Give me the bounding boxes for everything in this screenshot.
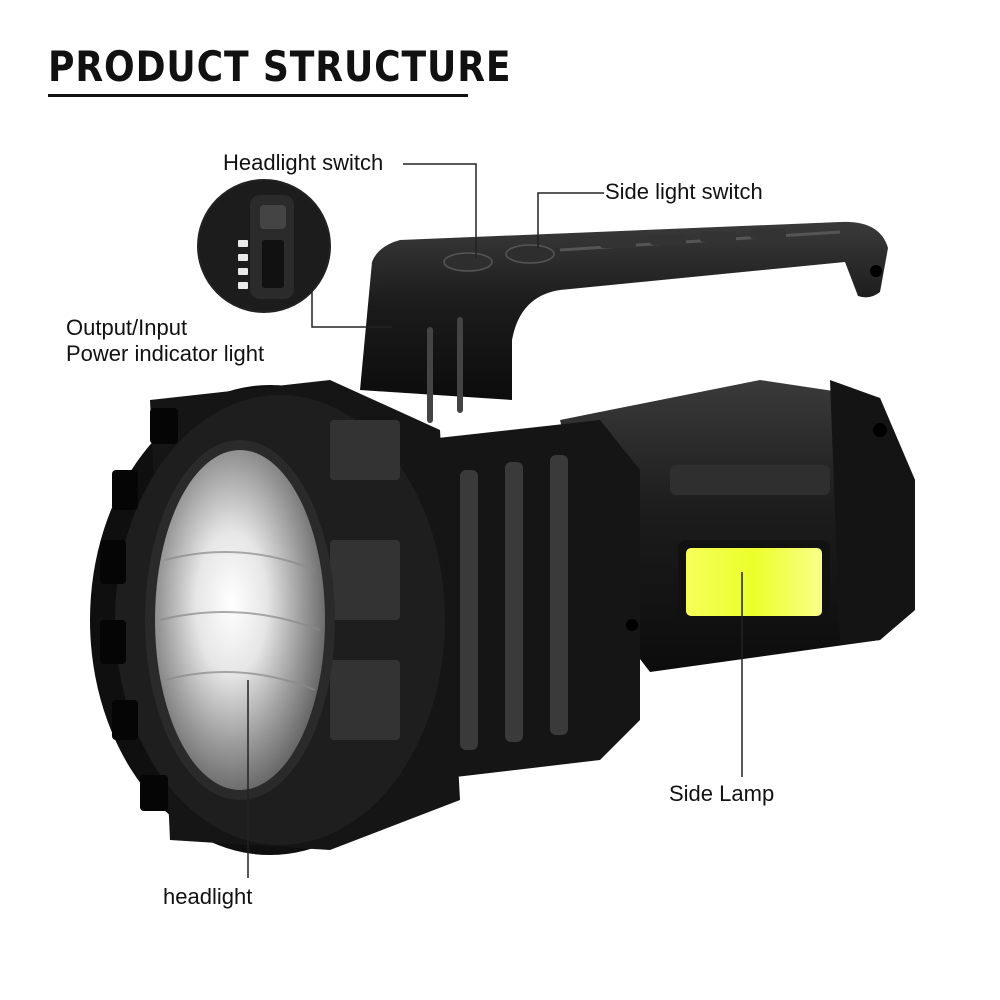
cob-side-lamp: [686, 548, 822, 616]
leader-lines: [247, 163, 743, 878]
side-lamp-label: Side Lamp: [669, 781, 775, 806]
headlight-label: headlight: [163, 884, 253, 909]
middle-body: [420, 420, 640, 780]
rear-body: [560, 380, 915, 672]
headlight-reflector: [155, 450, 325, 790]
title-underline: [48, 94, 468, 97]
headlight-switch-button: [443, 252, 493, 272]
side-light-switch-label: Side light switch: [605, 179, 763, 204]
page-title: PRODUCT STRUCTURE: [48, 42, 512, 91]
front-bezel: [90, 380, 460, 855]
handle: [360, 221, 888, 423]
side-light-switch-button: [505, 244, 555, 264]
output-input-text: Output/Input: [66, 315, 188, 340]
headlight-switch-label: Headlight switch: [223, 150, 384, 175]
output-input-label: Output/Input Power indicator light: [66, 315, 264, 367]
indicator-inset: [197, 179, 331, 313]
power-indicator-text: Power indicator light: [66, 341, 265, 366]
